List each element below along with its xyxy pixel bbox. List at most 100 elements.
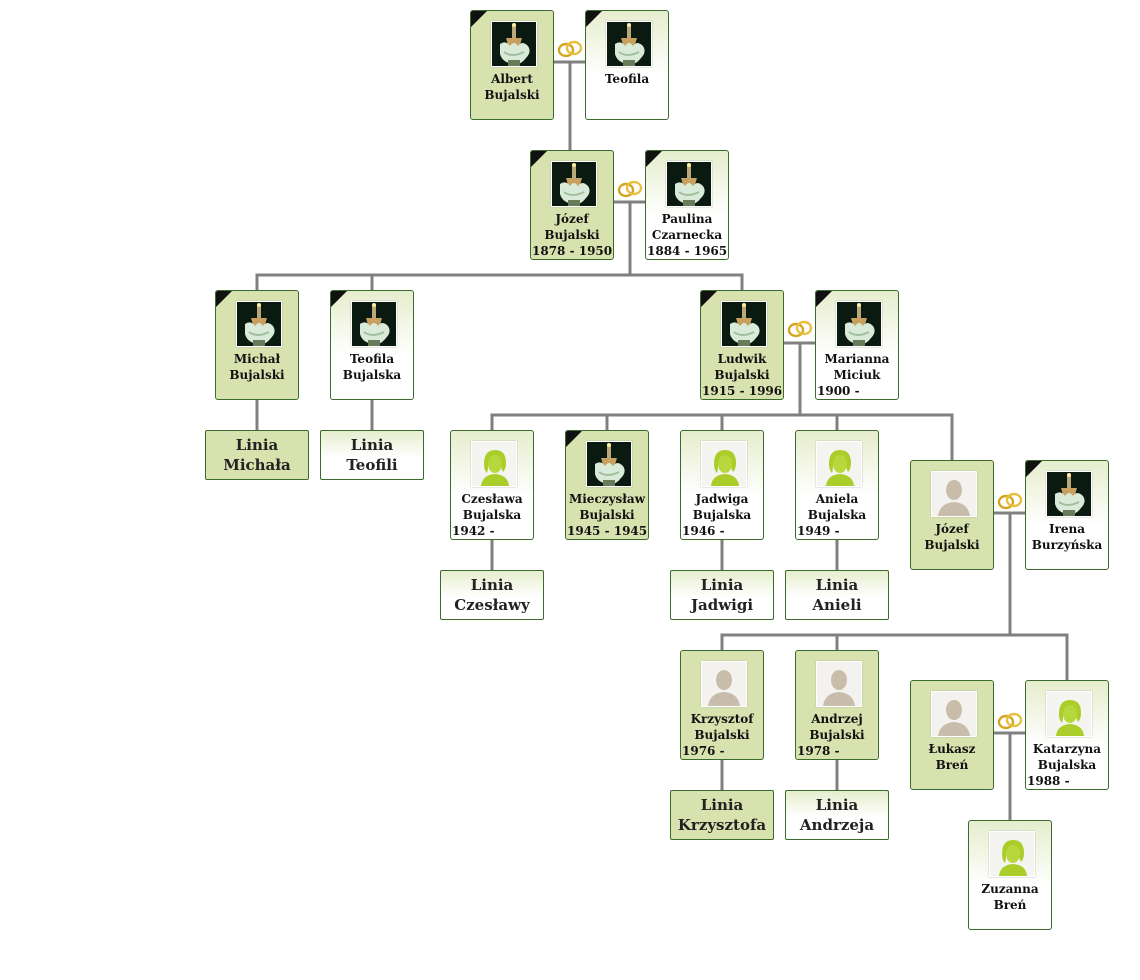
lineage-name: Jadwigi — [690, 596, 754, 614]
given-name: Łukasz — [928, 742, 976, 756]
given-name: Zuzanna — [981, 882, 1039, 896]
surname: Burzyńska — [1031, 538, 1103, 552]
surname: Bujalska — [692, 508, 752, 522]
mourning-ribbon-icon — [216, 291, 232, 307]
given-name: Krzysztof — [690, 712, 754, 726]
lineage-name: Michała — [223, 456, 291, 474]
surname: Miciuk — [833, 368, 881, 382]
lineage-label: Linia — [235, 436, 279, 454]
surname: Bujalska — [342, 368, 402, 382]
mourning-ribbon-icon — [701, 291, 717, 307]
lineage-name: Anieli — [812, 596, 862, 614]
given-name: Teofila — [349, 352, 395, 366]
given-name: Katarzyna — [1032, 742, 1102, 756]
lineage-label: Linia — [815, 796, 859, 814]
surname: Bujalska — [462, 508, 522, 522]
memorial-candle-icon — [586, 441, 632, 487]
given-name: Teofila — [604, 72, 650, 86]
given-name: Aniela — [815, 492, 859, 506]
mourning-ribbon-icon — [816, 291, 832, 307]
given-name: Andrzej — [811, 712, 863, 726]
surname: Breń — [935, 758, 969, 772]
given-name: Mieczysław — [568, 492, 646, 506]
given-name: Ludwik — [717, 352, 767, 366]
surname: Breń — [993, 898, 1027, 912]
memorial-candle-icon — [666, 161, 712, 207]
lineage-label: Linia — [470, 576, 514, 594]
wedding-rings-icon — [557, 40, 583, 58]
memorial-candle-icon — [351, 301, 397, 347]
life-dates: 1978 - — [797, 744, 840, 758]
surname: Bujalska — [1037, 758, 1097, 772]
mourning-ribbon-icon — [646, 151, 662, 167]
lineage-name: Czesławy — [454, 596, 530, 614]
female-silhouette-icon — [471, 441, 517, 487]
wedding-rings-icon — [617, 180, 643, 198]
mourning-ribbon-icon — [586, 11, 602, 27]
lineage-name: Krzysztofa — [677, 816, 767, 834]
memorial-candle-icon — [491, 21, 537, 67]
mourning-ribbon-icon — [331, 291, 347, 307]
male-silhouette-icon — [931, 471, 977, 517]
given-name: Jadwiga — [695, 492, 749, 506]
memorial-candle-icon — [606, 21, 652, 67]
person-card-teofila[interactable]: Teofila — [585, 10, 669, 120]
surname: Bujalski — [809, 728, 865, 742]
surname: Bujalski — [924, 538, 980, 552]
male-silhouette-icon — [816, 661, 862, 707]
female-silhouette-icon — [1046, 691, 1092, 737]
female-silhouette-icon — [701, 441, 747, 487]
memorial-candle-icon — [236, 301, 282, 347]
surname: Bujalski — [579, 508, 635, 522]
surname: Bujalski — [484, 88, 540, 102]
mourning-ribbon-icon — [1026, 461, 1042, 477]
male-silhouette-icon — [701, 661, 747, 707]
given-name: Irena — [1048, 522, 1086, 536]
male-silhouette-icon — [931, 691, 977, 737]
given-name: Paulina — [661, 212, 713, 226]
given-name: Józef — [555, 212, 589, 226]
memorial-candle-icon — [836, 301, 882, 347]
surname: Bujalski — [544, 228, 600, 242]
life-dates: 1988 - — [1027, 774, 1070, 788]
lineage-label: Linia — [700, 796, 744, 814]
